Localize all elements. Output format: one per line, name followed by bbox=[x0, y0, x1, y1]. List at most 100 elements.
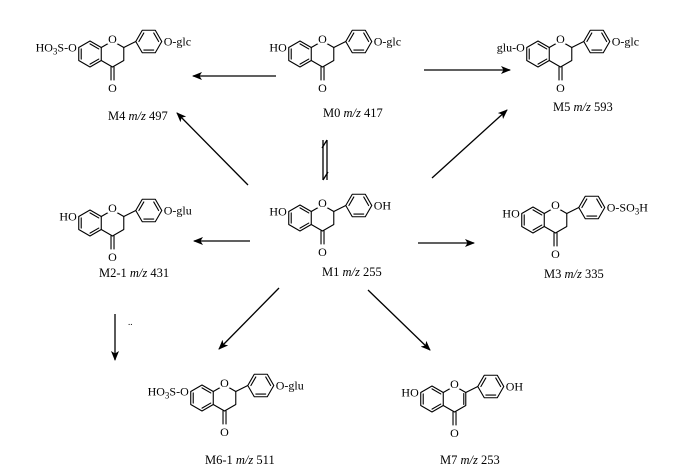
ring-b bbox=[135, 198, 163, 223]
ring-b bbox=[477, 374, 505, 399]
carbonyl-oxygen: O bbox=[318, 245, 327, 259]
double-bond bbox=[89, 227, 100, 234]
o-mask bbox=[219, 377, 230, 388]
bond bbox=[566, 206, 580, 215]
ring-oxygen: O bbox=[318, 32, 327, 46]
substituent-right: O-SO3H bbox=[607, 201, 649, 217]
ring-a bbox=[78, 209, 102, 237]
carbonyl-oxygen: O bbox=[450, 426, 459, 440]
ring-b bbox=[345, 193, 373, 218]
arrow-M1-to-M4 bbox=[176, 112, 249, 186]
substituent-right: O-glc bbox=[164, 35, 191, 49]
carbonyl-oxygen: O bbox=[220, 425, 229, 439]
compound-label-M5: M5 m/z 593 bbox=[553, 100, 613, 114]
ring-oxygen: O bbox=[220, 376, 229, 390]
double-bond bbox=[250, 376, 257, 387]
double-bond bbox=[201, 387, 212, 394]
double-bond bbox=[586, 32, 593, 43]
double-bond bbox=[89, 58, 100, 65]
arrow-M1-to-M7 bbox=[367, 289, 431, 351]
double-bond bbox=[363, 32, 370, 43]
double-bond bbox=[201, 402, 212, 409]
bond bbox=[123, 40, 137, 49]
substituent-left: HO bbox=[59, 210, 77, 224]
double-bond bbox=[532, 224, 543, 231]
compound-label-M4: M4 m/z 497 bbox=[108, 109, 168, 123]
double-bond bbox=[299, 222, 310, 229]
double-bond bbox=[581, 198, 588, 209]
double-bond bbox=[138, 32, 145, 43]
bond bbox=[333, 204, 347, 213]
ring-a bbox=[288, 40, 312, 68]
bond bbox=[571, 40, 585, 49]
double-bond bbox=[431, 388, 442, 395]
double-bond bbox=[495, 377, 502, 388]
bond bbox=[465, 385, 479, 394]
ring-oxygen: O bbox=[551, 198, 560, 212]
compound-label-M7: M7 m/z 253 bbox=[440, 453, 500, 467]
double-bond bbox=[596, 198, 603, 209]
double-bond bbox=[601, 32, 608, 43]
double-bond bbox=[348, 32, 355, 43]
double-bond bbox=[138, 201, 145, 212]
double-bond bbox=[153, 201, 160, 212]
compound-label-M6-1: M6-1 m/z 511 bbox=[205, 453, 275, 467]
substituent-left: HO bbox=[269, 41, 287, 55]
ring-a bbox=[420, 385, 444, 413]
double-bond bbox=[532, 209, 543, 216]
substituent-right: O-glu bbox=[164, 204, 192, 218]
double-bond bbox=[89, 212, 100, 219]
eq-up-head bbox=[321, 139, 328, 149]
double-bond bbox=[348, 196, 355, 207]
carbonyl-oxygen: O bbox=[556, 81, 565, 95]
double-bond bbox=[299, 43, 310, 50]
ring-a bbox=[521, 206, 545, 234]
ring-oxygen: O bbox=[108, 201, 117, 215]
arrow-M0-M1-equilibrium bbox=[321, 139, 329, 181]
substituent-left: HO3S-O bbox=[36, 41, 78, 57]
double-bond bbox=[299, 58, 310, 65]
ring-b bbox=[247, 373, 275, 398]
ring-a bbox=[288, 204, 312, 232]
ring-b bbox=[345, 29, 373, 54]
ring-a bbox=[78, 40, 102, 68]
substituent-right: OH bbox=[506, 380, 524, 394]
compound-label-M0: M0 m/z 417 bbox=[323, 106, 383, 120]
stray-mark: .. bbox=[128, 317, 133, 327]
substituent-left: HO bbox=[502, 207, 520, 221]
substituent-right: O-glc bbox=[612, 35, 639, 49]
ring-oxygen: O bbox=[108, 32, 117, 46]
compound-label-M3: M3 m/z 335 bbox=[544, 267, 604, 281]
o-mask bbox=[107, 33, 118, 44]
double-bond bbox=[537, 58, 548, 65]
double-bond bbox=[537, 43, 548, 50]
double-bond bbox=[431, 403, 442, 410]
compound-label-M1: M1 m/z 255 bbox=[322, 265, 382, 279]
substituent-left: HO3S-O bbox=[148, 385, 190, 401]
o-mask bbox=[107, 202, 118, 213]
double-bond bbox=[153, 32, 160, 43]
carbonyl-oxygen: O bbox=[318, 81, 327, 95]
structure-M3: O O HO O-SO3H bbox=[502, 195, 649, 261]
substituent-left: HO bbox=[401, 386, 419, 400]
carbonyl-oxygen: O bbox=[108, 250, 117, 264]
o-mask bbox=[555, 33, 566, 44]
o-mask bbox=[317, 33, 328, 44]
ring-b bbox=[578, 195, 606, 220]
o-mask bbox=[317, 197, 328, 208]
substituent-right: O-glc bbox=[374, 35, 401, 49]
bond bbox=[235, 384, 249, 393]
double-bond bbox=[265, 376, 272, 387]
carbonyl-oxygen: O bbox=[551, 247, 560, 261]
arrow-M1-to-M5 bbox=[431, 109, 508, 179]
ring-b bbox=[583, 29, 611, 54]
arrow-M1-to-M6-1 bbox=[218, 287, 280, 350]
ring-a bbox=[190, 384, 214, 412]
bond bbox=[123, 209, 137, 218]
substituent-left: glu-O bbox=[497, 41, 525, 55]
